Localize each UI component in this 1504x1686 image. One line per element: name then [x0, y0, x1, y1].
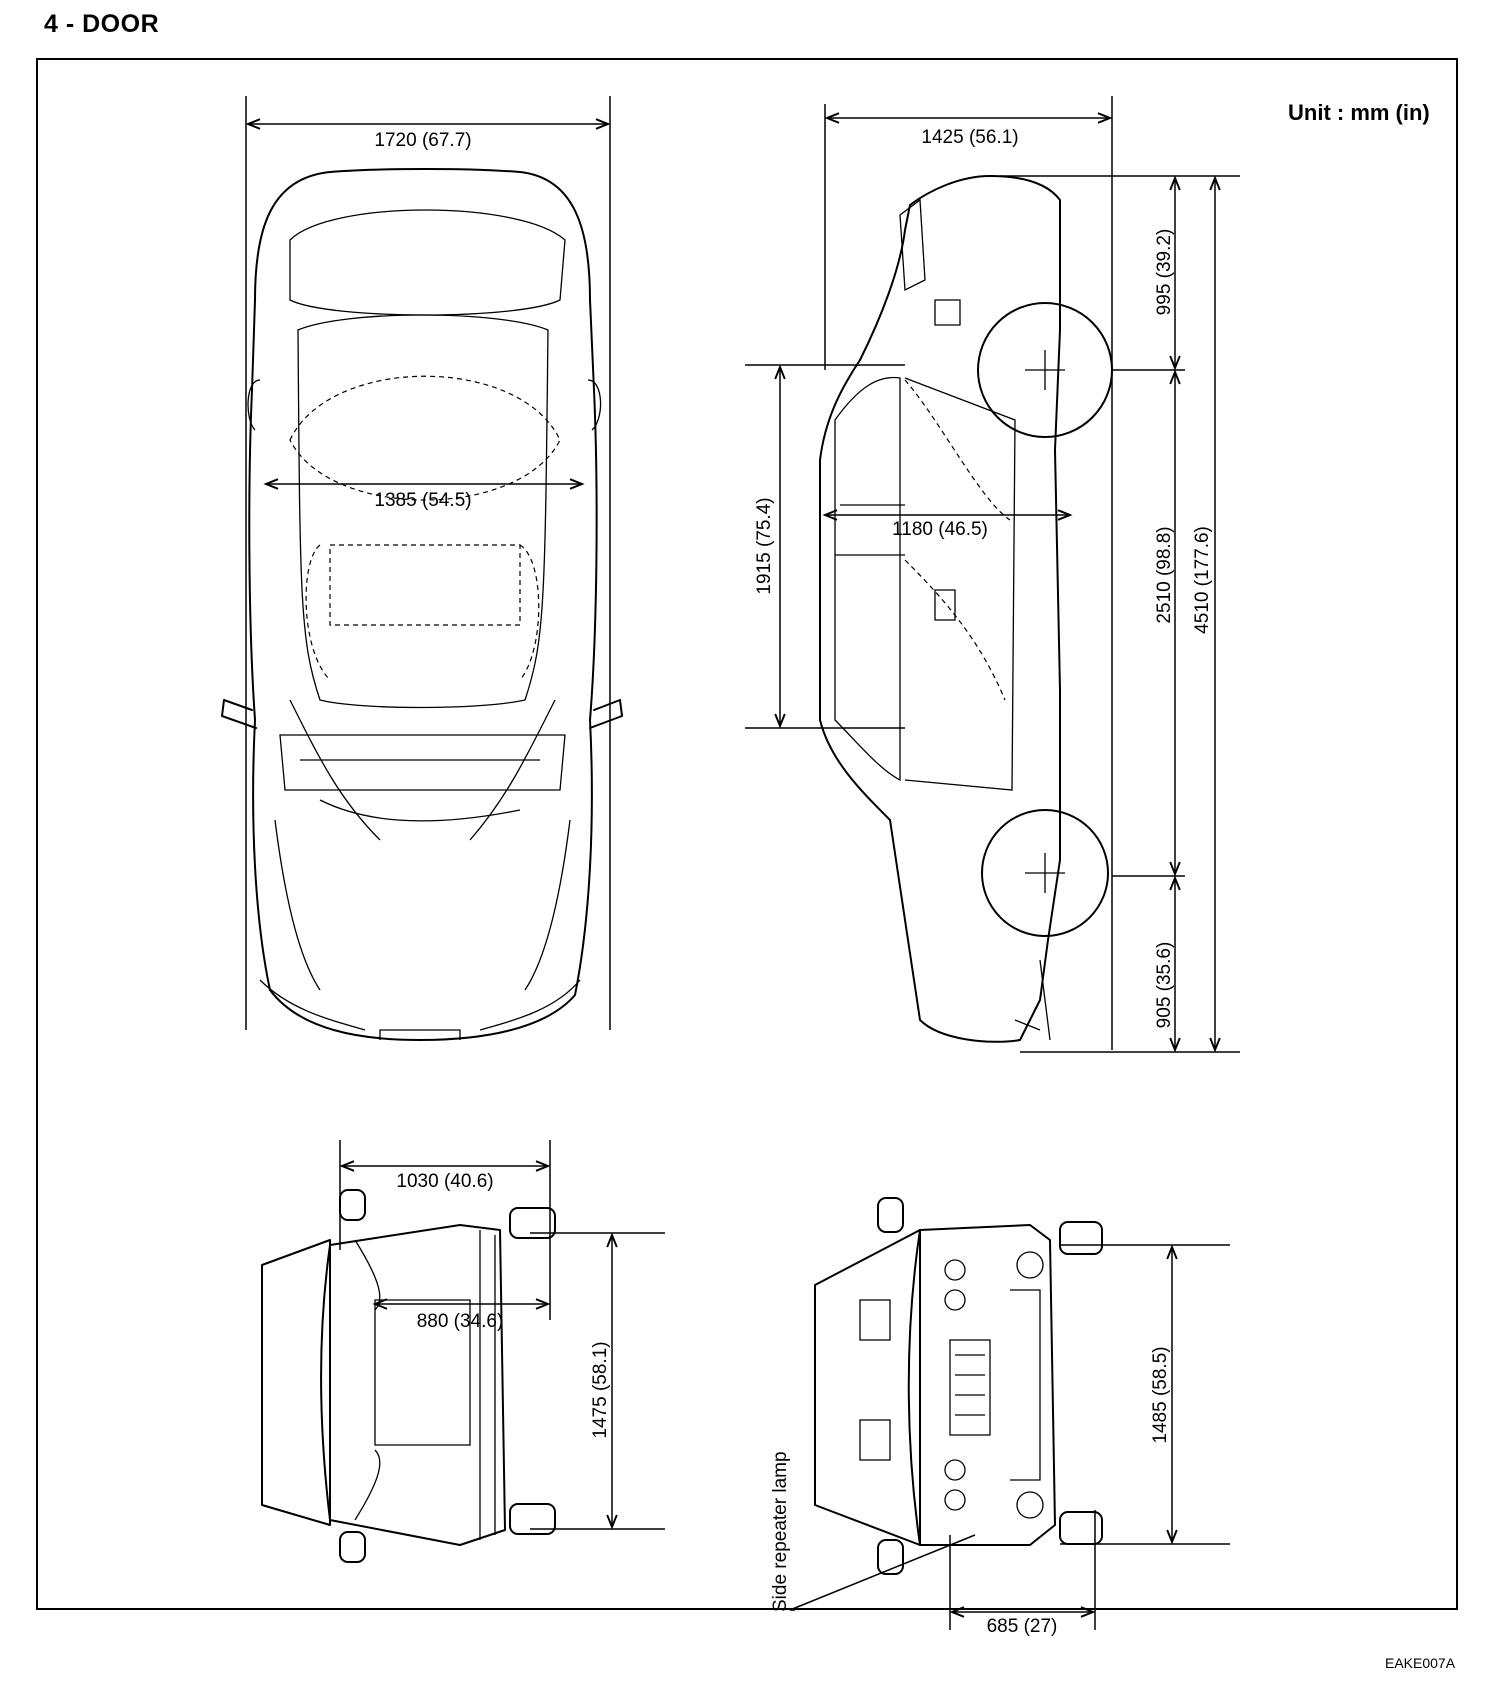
rear-view: [261, 1189, 556, 1563]
dim-front-lower: 685 (27): [987, 1616, 1058, 1637]
diagram-frame: [36, 58, 1458, 1610]
unit-label: Unit : mm (in): [1288, 100, 1430, 125]
dim-rear-glass-width: 880 (34.6): [417, 1311, 504, 1332]
dimension-labels: 1720 (67.7) 1385 (54.5) 1425 (56.1) 1180…: [374, 127, 1213, 1637]
dimension-lines: [245, 96, 1240, 1630]
page-title: 4 - DOOR: [44, 10, 160, 38]
dim-overall-width: 1720 (67.7): [374, 130, 471, 151]
dim-rear-overhang: 905 (35.6): [1154, 942, 1175, 1029]
dim-rear-upper-width: 1030 (40.6): [396, 1171, 493, 1192]
top-view: [221, 168, 623, 1041]
figure-code: EAKE007A: [1385, 1655, 1456, 1671]
dim-rear-track: 1475 (58.1): [590, 1341, 611, 1438]
dim-front-overhang: 995 (39.2): [1154, 229, 1175, 316]
dim-cabin-width: 1180 (46.5): [892, 519, 988, 540]
dim-cabin-length: 1915 (75.4): [754, 497, 775, 594]
side-repeater-lamp-label: Side repeater lamp: [770, 1451, 791, 1612]
side-view: [819, 175, 1113, 1043]
dim-overall-length: 4510 (177.6): [1192, 526, 1213, 634]
dim-front-track: 1485 (58.5): [1150, 1346, 1171, 1443]
dim-height: 1425 (56.1): [921, 127, 1018, 148]
front-view: [814, 1197, 1103, 1575]
dim-inner-width: 1385 (54.5): [374, 490, 471, 511]
dim-wheelbase: 2510 (98.8): [1154, 526, 1175, 623]
